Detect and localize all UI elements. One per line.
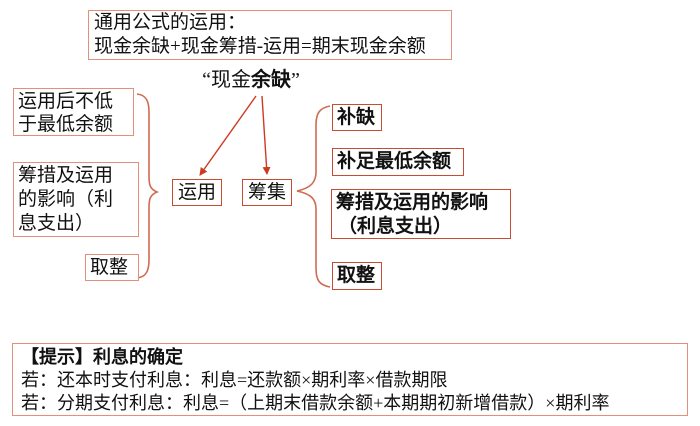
right-brace-icon	[296, 105, 331, 288]
cash-label-post: ”	[291, 69, 300, 91]
formula-line-1: 通用公式的运用：	[94, 12, 247, 33]
left-item-rounding-box: 取整	[85, 254, 139, 281]
right-item-rounding-label: 取整	[337, 265, 376, 286]
raise-node-label: 筹集	[247, 182, 286, 203]
apply-node-box: 运用	[172, 179, 222, 206]
formula-box: 通用公式的运用： 现金余缺+现金筹措-运用=期末现金余额	[88, 10, 452, 60]
left-item-interest-impact-box: 筹措及运用 的影响（利 息支出）	[13, 162, 139, 237]
left-item-interest-impact-line-2: 的影响（利	[18, 189, 114, 210]
left-item-interest-impact-line-1: 筹措及运用	[18, 165, 114, 186]
left-item-rounding-label: 取整	[90, 257, 129, 278]
left-item-min-balance-line-1: 运用后不低	[18, 91, 114, 112]
right-item-min-balance-label: 补足最低余额	[337, 151, 452, 172]
tip-box: 【提示】利息的确定 若：还本时支付利息：利息=还款额×期利率×借款期限 若：分期…	[12, 343, 688, 416]
tip-line-1: 若：还本时支付利息：利息=还款额×期利率×借款期限	[21, 370, 448, 390]
right-item-interest-impact-line-2: （利息支出）	[338, 216, 453, 237]
cash-balance-label: “现金余缺”	[186, 63, 316, 92]
formula-line-2: 现金余缺+现金筹措-运用=期末现金余额	[94, 36, 426, 57]
right-item-fill-deficit-box: 补缺	[332, 104, 382, 131]
cash-label-pre: “现金	[202, 69, 251, 91]
tip-line-2: 若：分期支付利息：利息=（上期末借款余额+本期期初新增借款）×期利率	[21, 393, 610, 413]
tip-title: 【提示】利息的确定	[21, 347, 183, 367]
left-item-min-balance-line-2: 于最低余额	[18, 114, 114, 135]
cash-label-bold: 余缺	[251, 69, 291, 91]
arrow-to-raise-icon	[261, 95, 271, 175]
right-item-fill-deficit-label: 补缺	[337, 107, 376, 128]
right-item-interest-impact-box: 筹措及运用的影响 （利息支出）	[331, 189, 511, 239]
raise-node-box: 筹集	[242, 179, 292, 206]
arrow-to-apply-icon	[199, 95, 257, 176]
right-item-min-balance-box: 补足最低余额	[332, 148, 464, 176]
apply-node-label: 运用	[177, 182, 216, 203]
right-item-interest-impact-line-1: 筹措及运用的影响	[336, 192, 489, 213]
left-brace-icon	[136, 93, 160, 279]
right-item-rounding-box: 取整	[332, 262, 382, 290]
left-item-min-balance-box: 运用后不低 于最低余额	[13, 88, 134, 136]
left-item-interest-impact-line-3: 息支出）	[18, 213, 95, 234]
